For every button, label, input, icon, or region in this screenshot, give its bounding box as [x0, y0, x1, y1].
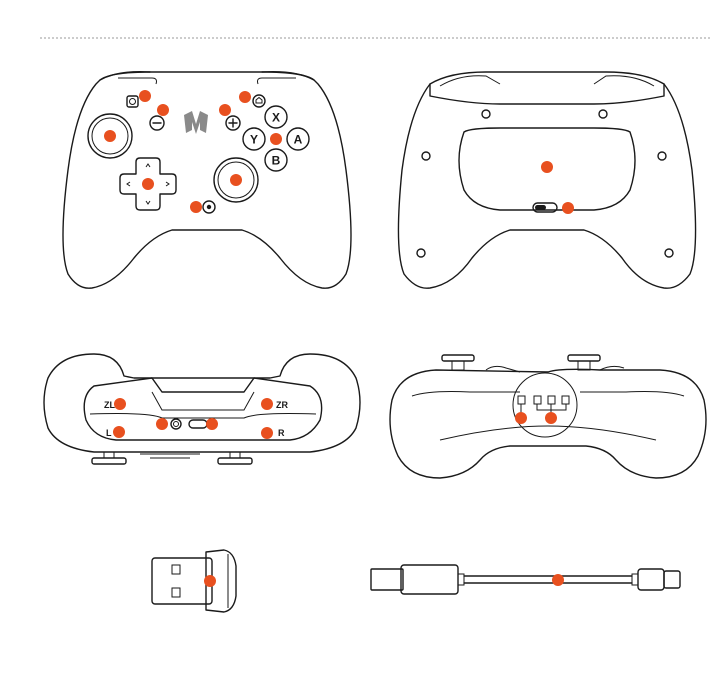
- bottom-right-stick-cap: [568, 355, 600, 361]
- callout-dot-plus: [219, 104, 231, 116]
- callout-dot-r: [261, 427, 273, 439]
- screw-4: [658, 152, 666, 160]
- plus-icon: [229, 119, 237, 127]
- usb-a-housing: [401, 565, 458, 594]
- controller-top-view: ZL L ZR R: [44, 354, 360, 464]
- bottom-body-outline: [390, 369, 706, 478]
- top-right-stick-shaft: [230, 452, 240, 458]
- callout-dot-minus: [157, 104, 169, 116]
- led-2: [534, 396, 541, 404]
- home-button: [253, 95, 265, 107]
- back-left-trigger: [440, 76, 500, 86]
- top-right-stick-cap: [218, 458, 252, 464]
- callout-dot-audio-jack: [156, 418, 168, 430]
- usb-cable: [371, 565, 680, 594]
- callout-dot-capture: [139, 90, 151, 102]
- callout-dot-turbo: [190, 201, 202, 213]
- led-connector-lines: [521, 404, 566, 414]
- screw-6: [665, 249, 673, 257]
- top-left-stick-shaft: [104, 452, 114, 458]
- controller-front-view: X Y A B: [63, 72, 351, 289]
- top-body-outline: [44, 354, 360, 452]
- back-top-edge: [430, 84, 664, 104]
- callout-dot-cable: [552, 574, 564, 586]
- led-1: [518, 396, 525, 404]
- label-zl: ZL: [104, 400, 115, 410]
- usb-receiver-hole-2: [172, 588, 180, 597]
- right-shoulder-detail: [258, 78, 297, 84]
- button-x-label: X: [272, 111, 280, 125]
- right-bumper-edge: [262, 72, 314, 80]
- label-zr: ZR: [276, 400, 288, 410]
- screw-1: [482, 110, 490, 118]
- bottom-left-stick-shaft: [452, 361, 464, 370]
- audio-jack: [171, 419, 181, 429]
- callout-dot-zr: [261, 398, 273, 410]
- led-indicator-highlight: [513, 373, 577, 437]
- callout-dot-usb-port: [206, 418, 218, 430]
- callout-dot-receiver: [204, 575, 216, 587]
- usb-c-collar: [632, 574, 638, 585]
- bottom-top-line: [412, 392, 684, 397]
- controller-back-view: [398, 72, 695, 288]
- callout-dot-dpad: [142, 178, 154, 190]
- left-shoulder-detail: [118, 78, 157, 84]
- led-4: [562, 396, 569, 404]
- bottom-right-stick-shaft: [578, 361, 590, 370]
- controller-bottom-view: [390, 355, 706, 478]
- cable-wire: [464, 576, 632, 583]
- capture-inner-icon: [130, 99, 136, 105]
- callout-dot-player-leds: [545, 412, 557, 424]
- left-bumper-edge: [100, 72, 150, 80]
- mode-switch-toggle: [535, 205, 546, 210]
- top-left-stick-cap: [92, 458, 126, 464]
- callout-dot-mode-switch: [562, 202, 574, 214]
- label-l: L: [106, 428, 112, 438]
- usb-c-plug: [664, 571, 680, 588]
- back-right-trigger: [594, 76, 654, 86]
- top-center-ridge: [152, 392, 254, 410]
- front-body-outline: [63, 72, 351, 289]
- callout-dot-face-buttons: [270, 133, 282, 145]
- screw-2: [599, 110, 607, 118]
- button-y-label: Y: [250, 133, 258, 147]
- usb-receiver: [152, 550, 236, 612]
- callout-dot-pair-led: [515, 412, 527, 424]
- screw-5: [417, 249, 425, 257]
- callout-dot-zl: [114, 398, 126, 410]
- screw-3: [422, 152, 430, 160]
- label-r: R: [278, 428, 285, 438]
- callout-dot-right-stick: [230, 174, 242, 186]
- top-shoulder-divider: [90, 414, 316, 419]
- callout-dot-l: [113, 426, 125, 438]
- bottom-grip-line: [440, 426, 656, 440]
- usb-a-plug: [371, 569, 403, 590]
- usb-receiver-hole-1: [172, 565, 180, 574]
- audio-jack-inner: [174, 422, 179, 427]
- led-3: [548, 396, 555, 404]
- top-bottom-detail: [140, 454, 200, 458]
- usb-c-housing: [638, 569, 664, 590]
- callout-dot-home: [239, 91, 251, 103]
- gear-icon: [207, 205, 211, 209]
- usb-c-port: [189, 420, 207, 428]
- callout-dot-back-panel: [541, 161, 553, 173]
- stylized-m-logo-icon: [184, 111, 208, 134]
- button-b-label: B: [272, 154, 281, 168]
- callout-dot-left-stick: [104, 130, 116, 142]
- usb-receiver-plug: [152, 558, 212, 604]
- bottom-left-stick-cap: [442, 355, 474, 361]
- home-icon: [256, 98, 262, 104]
- capture-button-square-icon: [127, 96, 138, 107]
- usb-a-collar: [458, 574, 464, 585]
- button-a-label: A: [294, 133, 303, 147]
